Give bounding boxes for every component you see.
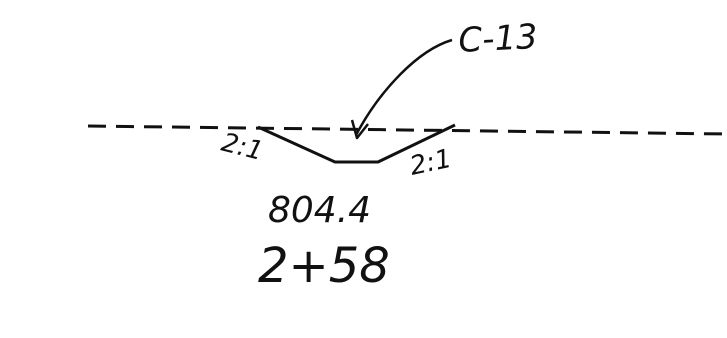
ditch-profile	[257, 123, 456, 164]
slope-label-left: 2:1	[218, 128, 266, 167]
callout-leader	[354, 38, 453, 136]
slope-label-right: 2:1	[407, 144, 454, 182]
ground-line	[87, 124, 727, 136]
callout-label: C-13	[457, 17, 538, 61]
callout-arrowhead	[350, 119, 369, 140]
station-label: 2+58	[258, 238, 390, 294]
elevation-label: 804.4	[268, 190, 371, 231]
